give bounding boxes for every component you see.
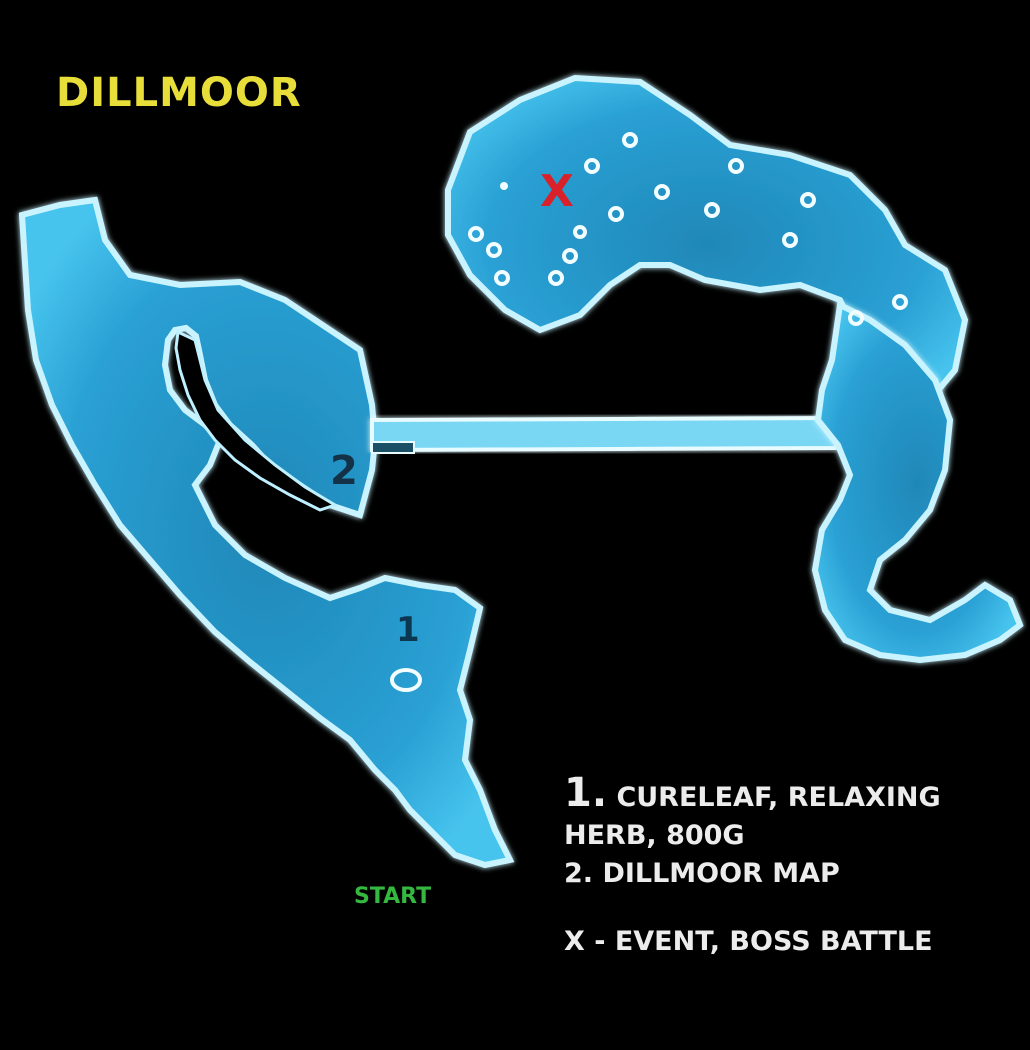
map-legend: 1. CURELEAF, RELAXING HERB, 800G 2. DILL… bbox=[564, 773, 1024, 961]
item-point bbox=[562, 248, 578, 264]
marker-1: 1 bbox=[396, 610, 420, 650]
item-point bbox=[892, 294, 908, 310]
item-point bbox=[494, 270, 510, 286]
boss-event-marker: X bbox=[540, 166, 574, 217]
item-point bbox=[573, 225, 587, 239]
item-point bbox=[800, 192, 816, 208]
item-point bbox=[848, 310, 864, 326]
item-point bbox=[782, 232, 798, 248]
west-region bbox=[18, 196, 515, 869]
start-label: START bbox=[354, 884, 432, 909]
map-title: DILLMOOR bbox=[56, 70, 302, 116]
dillmoor-map-chest bbox=[371, 441, 415, 454]
item-point bbox=[728, 158, 744, 174]
east-region bbox=[811, 300, 1024, 664]
item-point bbox=[500, 182, 508, 190]
item-point-large bbox=[390, 668, 422, 692]
item-point bbox=[622, 132, 638, 148]
legend-item-3: X - EVENT, BOSS BATTLE bbox=[564, 926, 933, 957]
item-point bbox=[486, 242, 502, 258]
item-point bbox=[608, 206, 624, 222]
legend-item-1: 1. CURELEAF, RELAXING bbox=[564, 773, 1024, 817]
marker-2: 2 bbox=[330, 448, 358, 494]
legend-item-1-text: CURELEAF, RELAXING bbox=[616, 782, 941, 813]
item-point bbox=[468, 226, 484, 242]
legend-item-1-continued: HERB, 800G bbox=[564, 820, 745, 851]
item-point bbox=[654, 184, 670, 200]
item-points bbox=[390, 132, 908, 692]
west-cove bbox=[174, 329, 339, 512]
legend-item-2: 2. DILLMOOR MAP bbox=[564, 858, 840, 889]
legend-item-1-number: 1. bbox=[564, 770, 608, 816]
item-point bbox=[704, 202, 720, 218]
bridge-corridor bbox=[370, 415, 845, 453]
item-point bbox=[584, 158, 600, 174]
item-point bbox=[548, 270, 564, 286]
